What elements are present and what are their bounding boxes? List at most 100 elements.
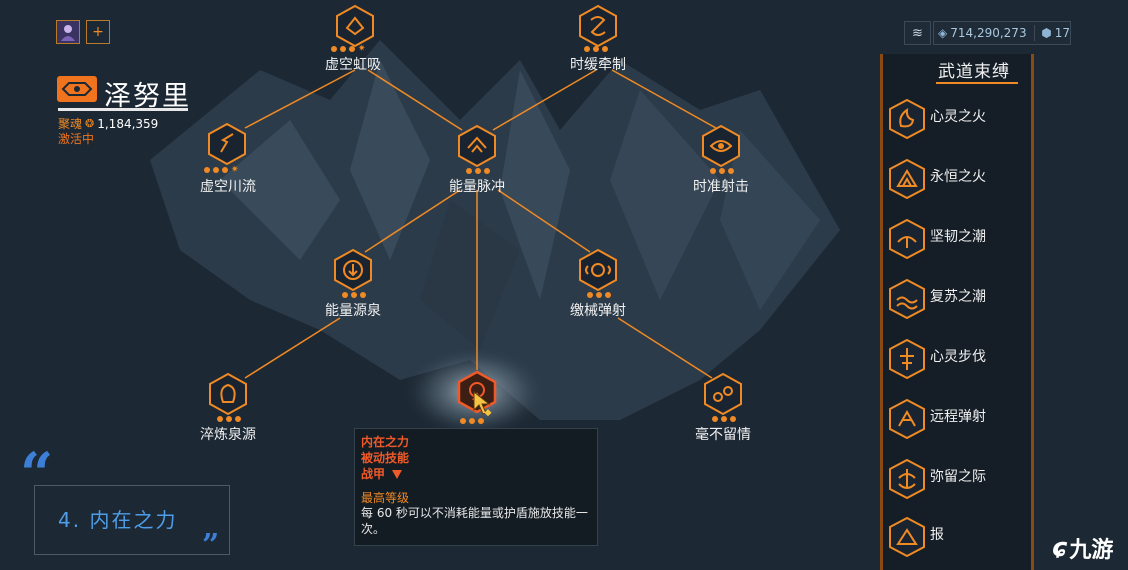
skill-node-time-snare[interactable] (576, 4, 620, 48)
ranged-ricochet-icon (889, 398, 925, 440)
secondary-amount: 17 (1054, 26, 1070, 40)
watermark-logo-icon: ɕ (1052, 533, 1068, 563)
binding-label: 坚韧之潮 (930, 229, 986, 245)
time-snare-label: 时缓牵制 (570, 57, 626, 73)
binding-label: 远程弹射 (930, 409, 986, 425)
revival-tide-icon (889, 278, 925, 320)
currency-divider (1033, 25, 1035, 41)
name-underline (58, 108, 188, 111)
binding-item-eternal-fire[interactable]: 永恒之火 (884, 152, 1030, 208)
tenacious-tide-icon (889, 218, 925, 260)
tempered-source-rank (217, 416, 241, 422)
warframe-category-icon (392, 469, 403, 479)
character-name: 泽努里 (104, 81, 191, 112)
tempered-source-label: 淬炼泉源 (200, 427, 256, 443)
mind-step-icon (889, 338, 925, 380)
energy-spring-label: 能量源泉 (325, 303, 381, 319)
skill-node-void-siphon[interactable] (333, 4, 377, 48)
watermark-text: 九游 (1069, 538, 1114, 563)
last-breath-icon (889, 458, 925, 500)
void-siphon-label: 虚空虹吸 (325, 57, 381, 73)
binding-item-revival-tide[interactable]: 复苏之潮 (884, 272, 1030, 328)
skill-tooltip: 内在之力 被动技能 战甲 最高等级 每 60 秒可以不消耗能量或护盾施放技能一次… (354, 428, 598, 546)
merciless-label: 毫不留情 (695, 427, 751, 443)
binding-label: 心灵之火 (930, 109, 986, 125)
disarm-ricochet-rank (587, 292, 611, 298)
inner-power-rank (460, 418, 484, 424)
secondary-currency-icon: ⬢ (1041, 26, 1052, 40)
binding-label: 弥留之际 (930, 469, 986, 485)
binding-item-retaliation[interactable]: 报 (884, 510, 1030, 566)
credits-amount: 714,290,273 (950, 26, 1027, 40)
active-status: 激活中 (58, 132, 95, 146)
binding-label: 心灵步伐 (930, 349, 986, 365)
skill-node-merciless[interactable] (701, 372, 745, 416)
void-stream-icon (208, 122, 246, 166)
tooltip-description: 每 60 秒可以不消耗能量或护盾施放技能一次。 (361, 506, 588, 536)
binding-label: 复苏之潮 (930, 289, 986, 305)
currency-display: ◈ 714,290,273 ⬢ 17 (933, 21, 1071, 45)
caption-text: 4. 内在之力 (58, 508, 178, 532)
precise-shot-rank (710, 168, 734, 174)
void-siphon-rank: ✷ (331, 45, 366, 54)
close-quote-icon: ” (202, 528, 220, 563)
time-snare-rank (584, 46, 608, 52)
skill-node-precise-shot[interactable] (699, 124, 743, 168)
mind-fire-icon (889, 98, 925, 140)
mouse-cursor-icon (473, 390, 492, 417)
tooltip-category-label: 战甲 (361, 467, 386, 481)
void-stream-rank: ✷ (204, 166, 239, 175)
player-avatar[interactable] (56, 20, 80, 44)
binding-item-mind-fire[interactable]: 心灵之火 (884, 92, 1030, 148)
merciless-icon (704, 372, 742, 416)
retaliation-icon (889, 516, 925, 558)
soul-amount: 1,184,359 (97, 116, 159, 131)
avatar-portrait-icon (57, 21, 79, 43)
disarm-ricochet-label: 缴械弹射 (570, 303, 626, 319)
skill-node-tempered-source[interactable] (206, 372, 250, 416)
skill-node-energy-spring[interactable] (331, 248, 375, 292)
soul-counter: 聚魂 ❂ 1,184,359 (58, 115, 158, 132)
binding-label: 报 (930, 527, 944, 543)
soul-currency-icon: ❂ (85, 117, 95, 130)
warframe-emblem-icon (57, 76, 97, 102)
precise-shot-icon (702, 124, 740, 168)
energy-pulse-icon (458, 124, 496, 168)
precise-shot-label: 时准射击 (693, 179, 749, 195)
energy-pulse-rank (466, 168, 490, 174)
void-siphon-icon (336, 4, 374, 48)
energy-spring-rank (342, 292, 366, 298)
eternal-fire-icon (889, 158, 925, 200)
credits-icon: ◈ (938, 26, 948, 40)
energy-spring-icon (334, 248, 372, 292)
focus-lens-button[interactable]: ≋ (904, 21, 931, 45)
binding-item-last-breath[interactable]: 弥留之际 (884, 452, 1030, 508)
panel-title-underline (936, 82, 1018, 84)
caption-box (34, 485, 230, 555)
open-quote-icon: “ (20, 440, 54, 508)
skill-node-void-stream[interactable] (205, 122, 249, 166)
skill-node-energy-pulse[interactable] (455, 124, 499, 168)
merciless-rank (712, 416, 736, 422)
binding-item-ranged-ricochet[interactable]: 远程弹射 (884, 392, 1030, 448)
tooltip-level-label: 最高等级 (361, 491, 410, 505)
tooltip-skill-type: 被动技能 (361, 451, 410, 465)
wave-icon: ≋ (912, 25, 923, 41)
binding-label: 永恒之火 (930, 169, 986, 185)
void-stream-label: 虚空川流 (200, 179, 256, 195)
skill-node-disarm-ricochet[interactable] (576, 248, 620, 292)
disarm-ricochet-icon (579, 248, 617, 292)
binding-item-mind-step[interactable]: 心灵步伐 (884, 332, 1030, 388)
add-button[interactable]: + (86, 20, 110, 44)
tooltip-category: 战甲 (361, 465, 403, 482)
site-watermark: ɕ 九游 (1052, 532, 1113, 564)
energy-pulse-label: 能量脉冲 (449, 179, 505, 195)
tooltip-skill-name: 内在之力 (361, 435, 410, 449)
panel-border-left (880, 54, 883, 570)
time-snare-icon (579, 4, 617, 48)
panel-border-right (1031, 54, 1034, 570)
binding-item-tenacious-tide[interactable]: 坚韧之潮 (884, 212, 1030, 268)
tempered-source-icon (209, 372, 247, 416)
soul-label: 聚魂 (58, 117, 83, 131)
panel-title: 武道束缚 (938, 62, 1010, 82)
